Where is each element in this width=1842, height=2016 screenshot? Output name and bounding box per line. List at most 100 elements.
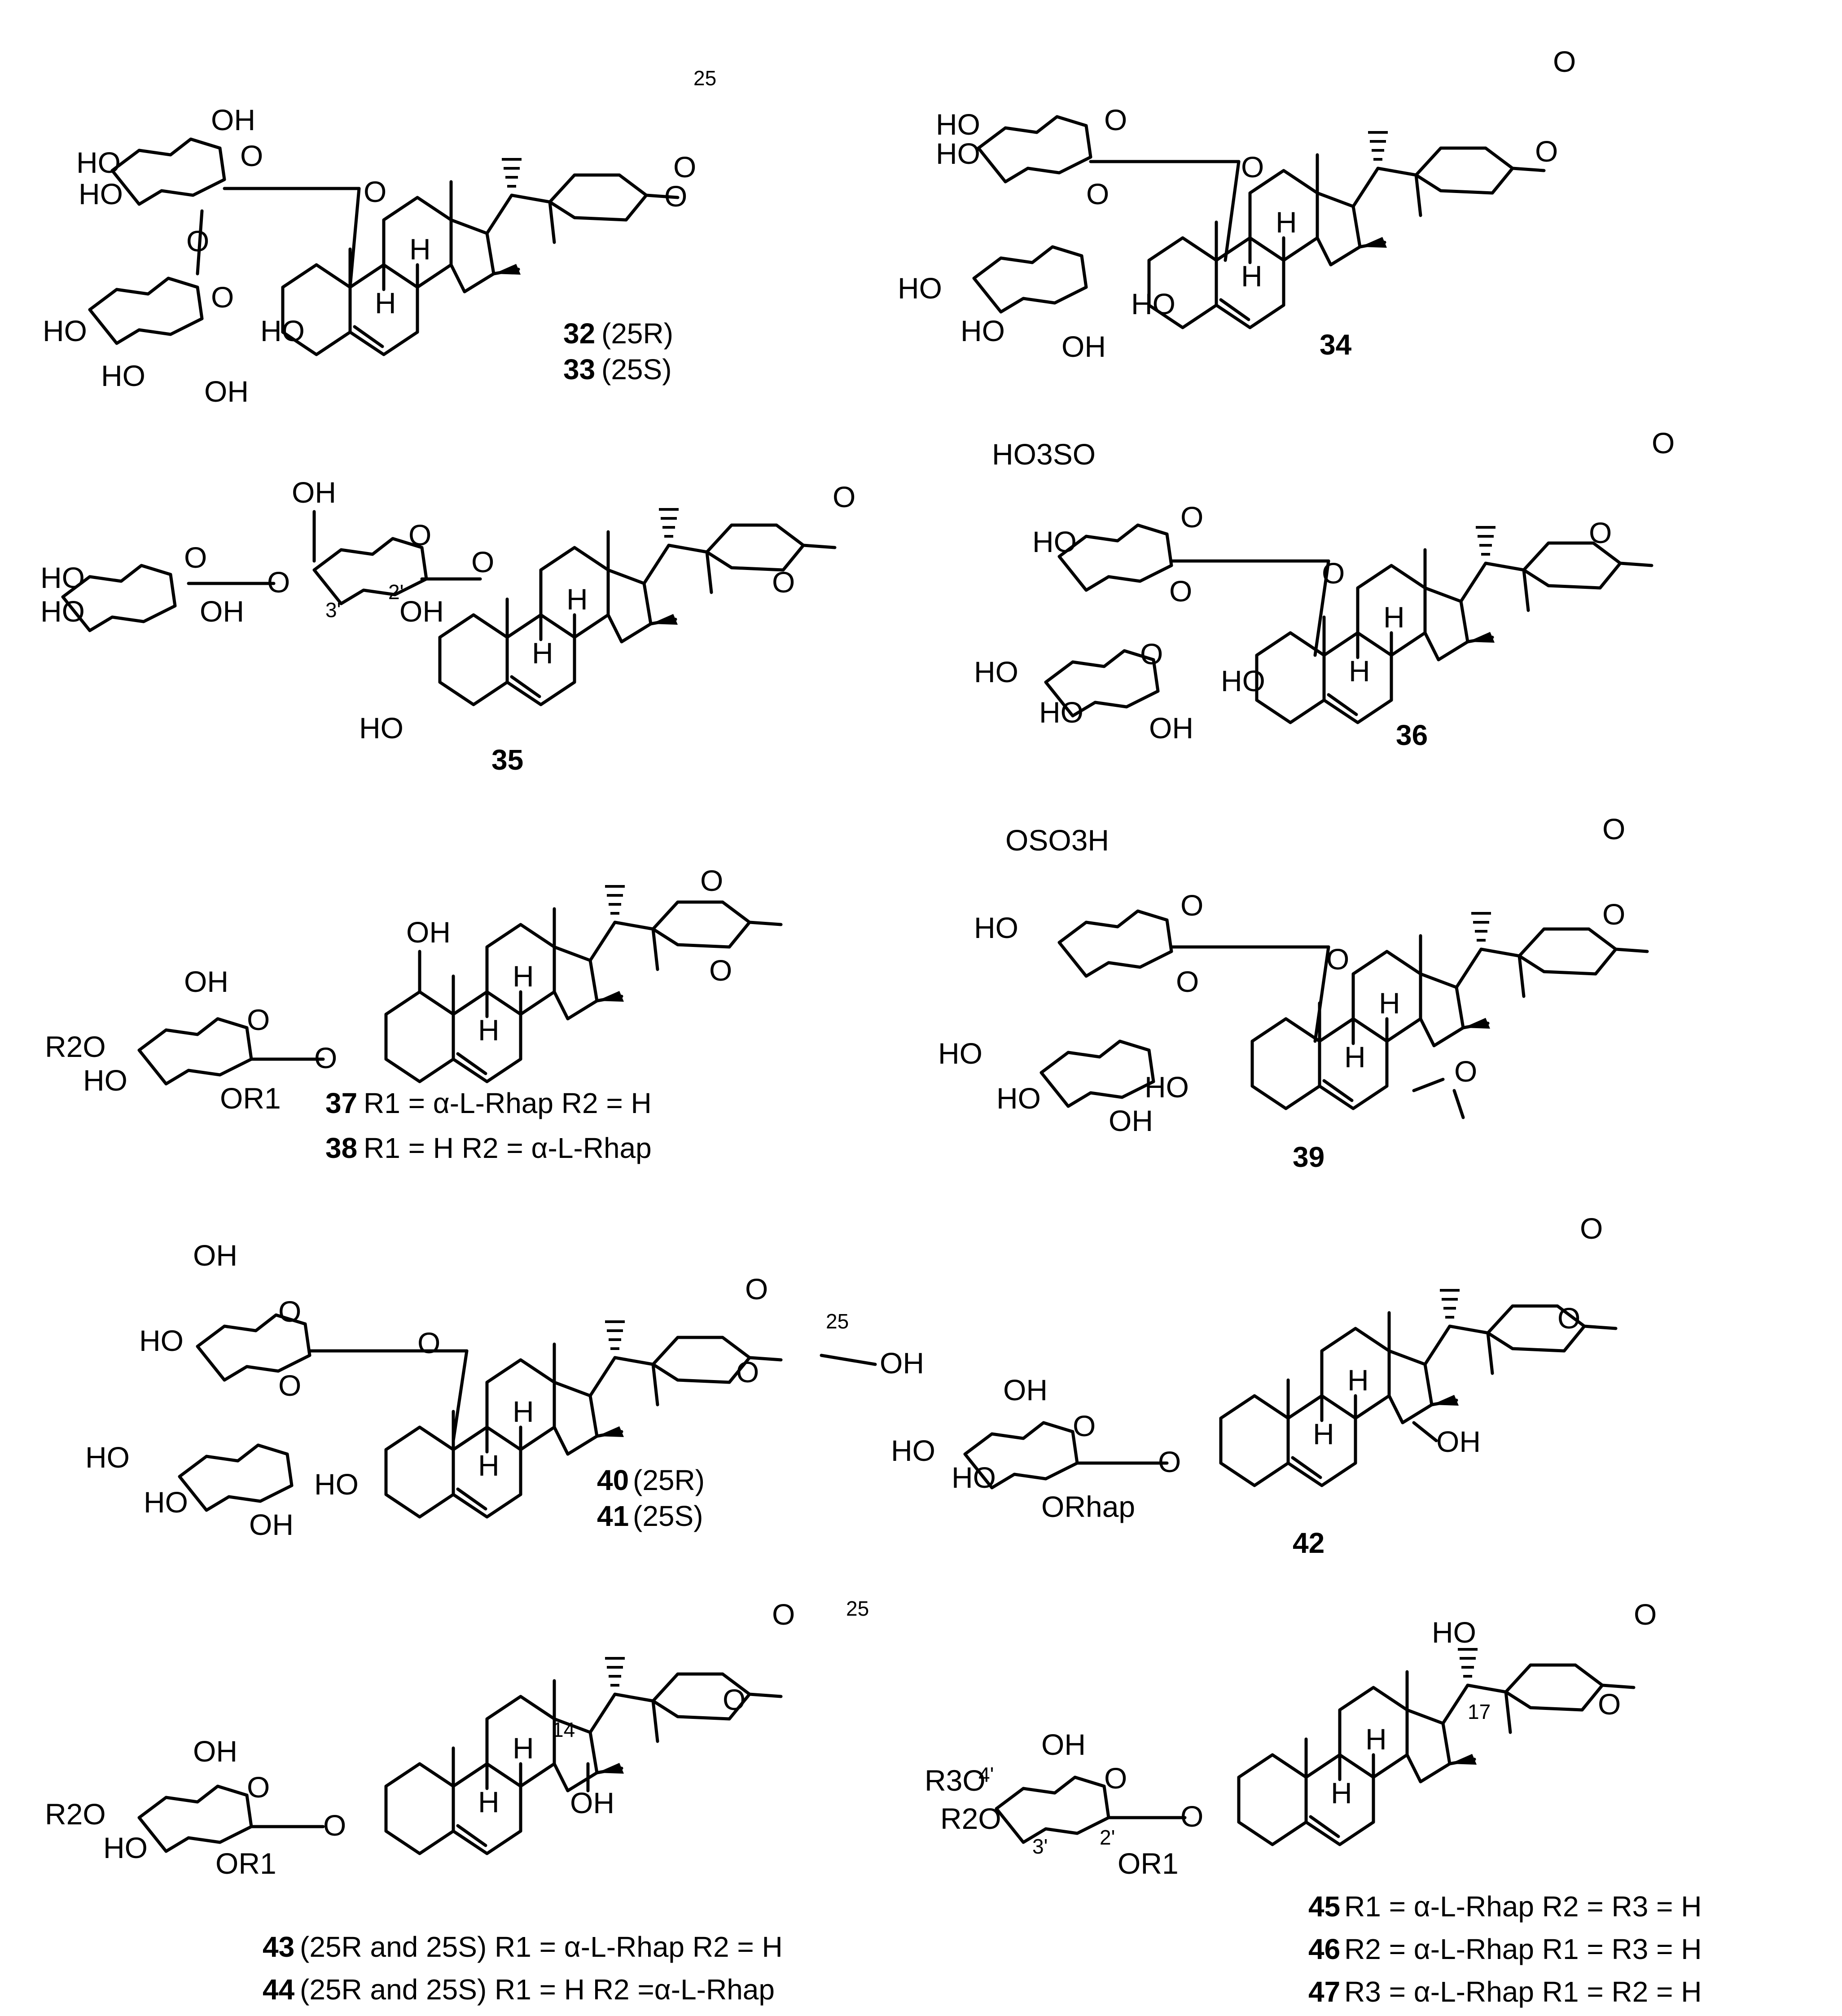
oh-label: OH	[249, 1508, 294, 1541]
ho-label: HO	[996, 1082, 1041, 1115]
structure-36: HO3SO HO O O O O HO HO OH HO O O 36	[974, 426, 1675, 751]
oh-label: OH	[1041, 1728, 1086, 1761]
ho-label: HO	[83, 1064, 127, 1097]
ketone-oxygen: O	[1454, 1055, 1477, 1088]
structure-40-41: OH HO O O O HO HO OH HO O OH O 25 40 (25…	[85, 1239, 924, 1541]
structure-39: OSO3H HO O O O HO HO OH HO O O O 39	[938, 812, 1647, 1173]
or1-label: OR1	[220, 1082, 281, 1115]
ring-oxygen: O	[1553, 45, 1576, 78]
ring-oxygen: O	[745, 1272, 768, 1306]
glycosidic-oxygen: O	[1180, 1800, 1203, 1833]
caption-47: R3 = α-L-Rhap R1 = R2 = H	[1344, 1976, 1702, 2008]
ho-label: HO	[938, 1037, 982, 1070]
label-43: 43	[263, 1931, 294, 1963]
ring-oxygen: O	[772, 565, 795, 599]
ho-label: HO	[359, 711, 403, 745]
orhap-label: ORhap	[1041, 1490, 1135, 1523]
structure-42: OH O HO HO O ORhap OH O O 42	[891, 1212, 1616, 1559]
oh-label: OH	[880, 1346, 924, 1380]
ring-oxygen: O	[184, 541, 207, 574]
ho-label: HO	[314, 1468, 359, 1501]
ho-label: HO	[101, 359, 145, 392]
ring-oxygen: O	[1602, 898, 1625, 931]
locant-25: 25	[846, 1597, 869, 1620]
oh-label: OH	[1109, 1104, 1153, 1137]
ho-label: HO	[891, 1434, 935, 1467]
caption-37: R1 = α-L-Rhap R2 = H	[364, 1087, 652, 1119]
ho-label: HO	[1032, 525, 1077, 558]
label-37: 37	[325, 1087, 357, 1119]
config-33: (25S)	[601, 353, 672, 386]
glycosidic-oxygen: O	[1322, 557, 1345, 590]
ring-oxygen: O	[1652, 426, 1675, 460]
locant-4prime: 4'	[978, 1763, 994, 1786]
ring-oxygen: O	[700, 864, 723, 897]
oh-label: OH	[406, 916, 451, 949]
glycosidic-oxygen: O	[1241, 150, 1264, 184]
glycosidic-oxygen: O	[1158, 1445, 1181, 1478]
ho-label: HO	[85, 1441, 130, 1474]
ring-oxygen: O	[664, 180, 687, 213]
oh-label: OH	[570, 1786, 614, 1819]
ring-oxygen: O	[1104, 103, 1127, 136]
ring-oxygen: O	[1634, 1598, 1657, 1631]
locant-2prime: 2'	[388, 580, 403, 604]
label-32: 32	[563, 317, 595, 350]
ho-label: HO	[936, 108, 980, 141]
label-40: 40	[597, 1464, 629, 1496]
ho-label: HO	[43, 314, 87, 347]
ring-oxygen: O	[247, 1771, 270, 1804]
ho-label: HO	[144, 1486, 188, 1519]
label-36: 36	[1396, 719, 1428, 751]
oh-label: OH	[200, 595, 244, 628]
glycosidic-oxygen: O	[267, 565, 290, 599]
ho-label: HO	[898, 272, 942, 305]
structure-35: OH HO HO O O OH 3' 2' O O OH HO O O 35	[40, 476, 855, 776]
ring-oxygen: O	[736, 1355, 759, 1389]
ring-oxygen: O	[408, 518, 431, 552]
locant-25: 25	[693, 66, 716, 90]
structure-43-44: OH R2O O O HO OR1 14 OH O O 25 43 (25R a…	[45, 1597, 869, 2006]
structure-32-33: OH HO HO O O O O HO HO OH HO O O 25 32 (…	[43, 66, 716, 408]
oh-label: OH	[1436, 1425, 1481, 1458]
ho-label: HO	[936, 137, 980, 170]
oh-label: OH	[193, 1239, 237, 1272]
label-39: 39	[1293, 1141, 1324, 1173]
ring-oxygen: O	[1598, 1687, 1621, 1721]
ring-oxygen: O	[278, 1369, 301, 1402]
oh-label: HO	[1432, 1616, 1476, 1649]
ring-oxygen: O	[1073, 1409, 1096, 1442]
oh-label: OH	[193, 1735, 237, 1768]
ho-label: HO	[40, 561, 85, 594]
locant-17: 17	[1468, 1700, 1491, 1723]
ring-oxygen: O	[1169, 574, 1192, 608]
oso3h-label: OSO3H	[1005, 824, 1109, 857]
ho-label: HO	[79, 177, 123, 210]
config-41: (25S)	[633, 1500, 703, 1532]
oh-label: OH	[1003, 1373, 1048, 1407]
glycosidic-oxygen: O	[1326, 942, 1349, 976]
ho-label: HO	[1145, 1070, 1189, 1104]
ring-oxygen: O	[247, 1003, 270, 1036]
label-47: 47	[1308, 1976, 1340, 2008]
ring-oxygen: O	[1176, 965, 1199, 998]
or1-label: OR1	[215, 1847, 276, 1880]
oh-label: OH	[184, 965, 228, 998]
locant-25: 25	[826, 1310, 849, 1333]
label-45: 45	[1308, 1890, 1340, 1923]
ho-label: HO	[1221, 664, 1265, 697]
ring-oxygen: O	[1557, 1302, 1580, 1335]
ho-label: HO	[952, 1461, 996, 1494]
locant-3prime: 3'	[325, 598, 341, 622]
ring-oxygen: O	[1180, 500, 1203, 534]
oh-label: OH	[211, 103, 255, 136]
glycosidic-oxygen: O	[364, 175, 386, 208]
ho-label: HO	[974, 911, 1018, 944]
ring-oxygen: O	[1086, 177, 1109, 210]
glycosidic-oxygen: O	[417, 1326, 440, 1359]
caption-38: R1 = H R2 = α-L-Rhap	[364, 1132, 652, 1164]
r3o-label: R3O	[925, 1764, 986, 1797]
caption-44: (25R and 25S) R1 = H R2 =α-L-Rhap	[300, 1973, 775, 2006]
oh-label: OH	[292, 476, 336, 509]
